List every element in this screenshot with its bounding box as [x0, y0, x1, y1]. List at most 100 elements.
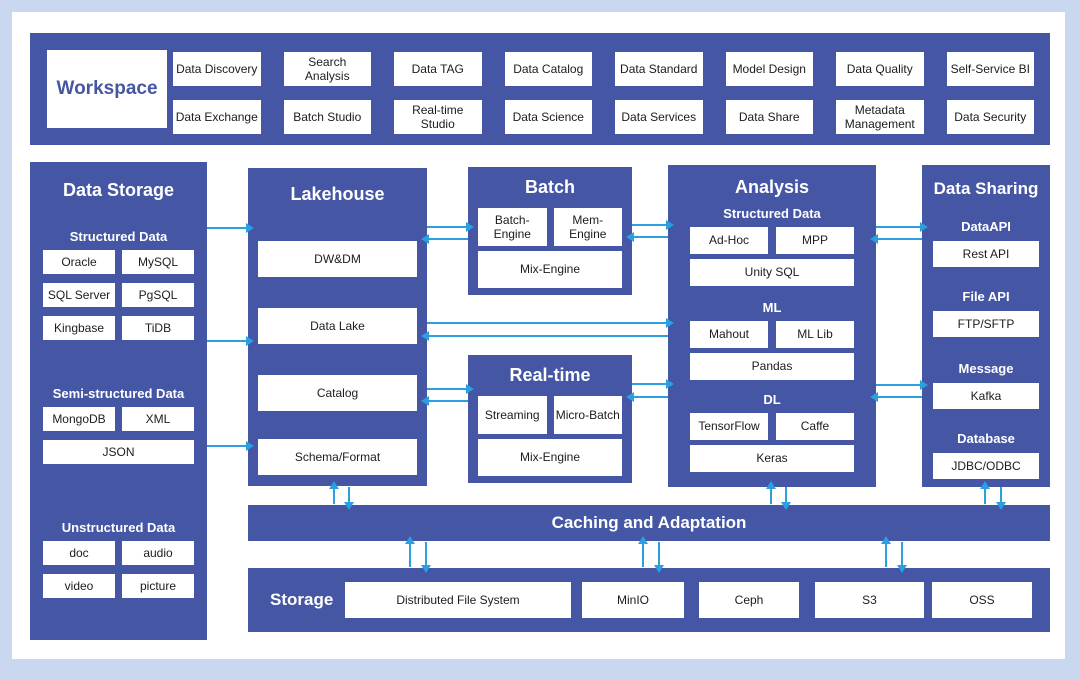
workspace-item-data-quality: Data Quality [836, 52, 924, 86]
arrow-storage-to-caching-1 [405, 536, 415, 567]
mem-engine: Mem-Engine [553, 208, 622, 246]
jdbc-odbc-box: JDBC/ODBC [933, 453, 1039, 479]
analysis-mahout: Mahout [690, 321, 768, 348]
unstructured-data-label: Unstructured Data [61, 520, 176, 535]
batch-engines-row: Batch-Engine Mem-Engine [478, 208, 622, 246]
lakehouse-catalog: Catalog [258, 375, 417, 411]
storage-s3: S3 [815, 582, 924, 618]
semi-structured-data-grid: MongoDB XML [43, 407, 194, 431]
analysis-dl-row: TensorFlow Caffe [690, 413, 854, 440]
arrow-sharing-to-analysis-top [870, 234, 922, 244]
workspace-item-data-science: Data Science [504, 100, 592, 134]
storage-ceph: Ceph [699, 582, 799, 618]
lakehouse-schema-format: Schema/Format [258, 439, 417, 475]
arrow-storage-to-caching-3 [881, 536, 891, 567]
workspace-item-metadata-management: Metadata Management [836, 100, 924, 134]
realtime-mix-engine: Mix-Engine [478, 439, 622, 476]
dataapi-label: DataAPI [961, 219, 1011, 234]
arrow-storage-to-lakehouse-2 [207, 336, 254, 346]
workspace-item-data-standard: Data Standard [615, 52, 703, 86]
analysis-structured-row: Ad-Hoc MPP [690, 227, 854, 254]
db-tidb: TiDB [122, 316, 194, 340]
analysis-mpp: MPP [776, 227, 854, 254]
arrow-caching-to-analysis [766, 481, 776, 504]
caching-bar: Caching and Adaptation [248, 505, 1050, 541]
arrow-lakehouse-to-caching [344, 487, 354, 510]
file-picture: picture [122, 574, 194, 598]
workspace-item-data-tag: Data TAG [394, 52, 482, 86]
arrow-caching-to-sharing [980, 481, 990, 504]
analysis-caffe: Caffe [776, 413, 854, 440]
lakehouse-panel: Lakehouse DW&DM Data Lake Catalog Schema… [248, 168, 427, 486]
analysis-mllib: ML Lib [776, 321, 854, 348]
arrow-caching-to-storage-2 [654, 542, 664, 573]
storage-dfs: Distributed File System [345, 582, 571, 618]
db-sqlserver: SQL Server [43, 283, 115, 307]
workspace-item-data-security: Data Security [946, 100, 1034, 134]
workspace-item-model-design: Model Design [725, 52, 813, 86]
structured-data-label: Structured Data [69, 229, 168, 244]
realtime-title: Real-time [509, 365, 591, 385]
arrow-lakehouse-to-batch [427, 222, 474, 232]
unstructured-data-grid: doc audio video picture [43, 541, 194, 598]
arrow-analysis-to-realtime [626, 392, 668, 402]
analysis-structured-label: Structured Data [723, 206, 821, 221]
arrow-sharing-to-caching [996, 487, 1006, 510]
db-mysql: MySQL [122, 250, 194, 274]
arrow-sharing-to-analysis-bottom [870, 392, 922, 402]
storage-oss: OSS [932, 582, 1032, 618]
batch-mix-engine: Mix-Engine [478, 251, 622, 288]
arrow-lakehouse-to-realtime [427, 384, 474, 394]
arrow-realtime-to-lakehouse [421, 396, 468, 406]
workspace-item-data-exchange: Data Exchange [173, 100, 261, 134]
db-pgsql: PgSQL [122, 283, 194, 307]
analysis-adhoc: Ad-Hoc [690, 227, 768, 254]
arrow-storage-to-lakehouse-1 [207, 223, 254, 233]
file-audio: audio [122, 541, 194, 565]
batch-panel: Batch Batch-Engine Mem-Engine Mix-Engine [468, 167, 632, 295]
ftp-sftp-box: FTP/SFTP [933, 311, 1039, 337]
storage-title: Storage [270, 590, 334, 609]
batch-title: Batch [524, 177, 575, 197]
analysis-title: Analysis [734, 177, 810, 197]
workspace-item-batch-studio: Batch Studio [283, 100, 371, 134]
message-label: Message [958, 361, 1014, 376]
streaming-engine: Streaming [478, 396, 547, 434]
arrow-batch-to-analysis [632, 220, 674, 230]
caching-title: Caching and Adaptation [551, 513, 747, 532]
arrow-analysis-to-lakehouse [421, 331, 668, 341]
semi-structured-data-label: Semi-structured Data [52, 386, 185, 401]
format-json: JSON [43, 440, 194, 464]
analysis-unity-sql: Unity SQL [690, 259, 854, 286]
data-storage-panel: Data Storage Structured Data Oracle MySQ… [30, 162, 207, 640]
file-video: video [43, 574, 115, 598]
workspace-item-search-analysis: Search Analysis [283, 52, 371, 86]
arrow-analysis-to-batch [626, 232, 668, 242]
analysis-dl-label: DL [763, 392, 781, 407]
rest-api-box: Rest API [933, 241, 1039, 267]
arrow-storage-to-lakehouse-3 [207, 441, 254, 451]
analysis-pandas: Pandas [690, 353, 854, 380]
data-sharing-title: Data Sharing [933, 179, 1039, 198]
workspace-item-self-service-bi: Self-Service BI [946, 52, 1034, 86]
lakehouse-title: Lakehouse [290, 184, 385, 204]
arrow-analysis-to-caching [781, 487, 791, 510]
arrow-caching-to-storage-1 [421, 542, 431, 573]
analysis-ml-row: Mahout ML Lib [690, 321, 854, 348]
workspace-grid: Data Discovery Search Analysis Data TAG … [173, 52, 1034, 134]
structured-data-grid: Oracle MySQL SQL Server PgSQL Kingbase T… [43, 250, 194, 340]
analysis-tensorflow: TensorFlow [690, 413, 768, 440]
workspace-band: Workspace Data Discovery Search Analysis… [30, 33, 1050, 145]
workspace-item-realtime-studio: Real-time Studio [394, 100, 482, 134]
database-label: Database [957, 431, 1015, 446]
workspace-item-data-share: Data Share [725, 100, 813, 134]
arrow-realtime-to-analysis [632, 379, 674, 389]
file-doc: doc [43, 541, 115, 565]
realtime-panel: Real-time Streaming Micro-Batch Mix-Engi… [468, 355, 632, 483]
workspace-title: Workspace [56, 78, 158, 99]
lakehouse-dwdm: DW&DM [258, 241, 417, 277]
arrow-analysis-to-sharing-top [876, 222, 928, 232]
realtime-engines-row: Streaming Micro-Batch [478, 396, 622, 434]
micro-batch-engine: Micro-Batch [553, 396, 622, 434]
